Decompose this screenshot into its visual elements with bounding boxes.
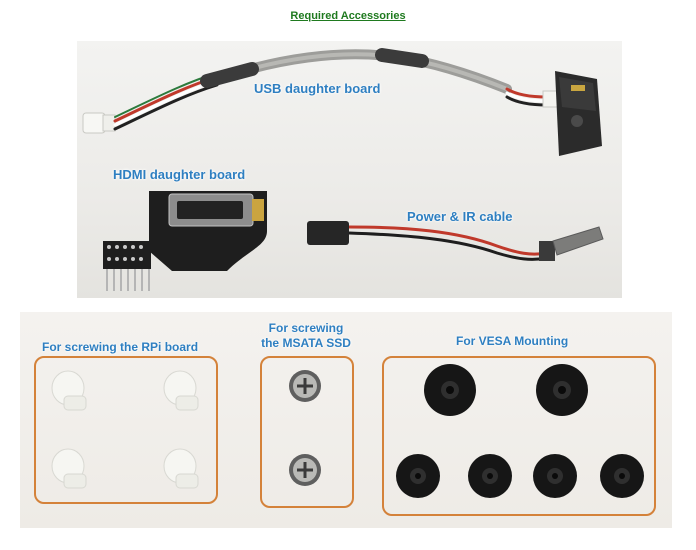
usb-cable-wires bbox=[113, 48, 549, 131]
rpi-standoff-4 bbox=[163, 448, 199, 489]
msata-ssd-label-line-2: the MSATA SSD bbox=[261, 336, 351, 350]
vesa-screw-1 bbox=[424, 364, 476, 416]
usb-cable-left-connector bbox=[82, 112, 116, 134]
vesa-group-outline bbox=[382, 356, 656, 516]
page-heading: Required Accessories bbox=[290, 10, 406, 22]
msata-screws bbox=[289, 370, 321, 486]
hdmi-daughter-board-label: HDMI daughter board bbox=[113, 167, 246, 182]
rpi-board-group-label: For screwing the RPi board bbox=[42, 340, 199, 354]
vesa-screw-2 bbox=[536, 364, 588, 416]
rpi-standoff-2 bbox=[163, 370, 199, 411]
rpi-standoffs bbox=[51, 370, 199, 489]
vesa-screw-5 bbox=[533, 454, 577, 498]
hdmi-daughter-board-part bbox=[103, 191, 267, 291]
vesa-screws bbox=[396, 364, 644, 498]
vesa-screw-3 bbox=[396, 454, 440, 498]
rpi-standoff-3 bbox=[51, 448, 87, 489]
msata-ssd-group-label: For screwing the MSATA SSD bbox=[256, 321, 356, 351]
power-ir-cable-label: Power & IR cable bbox=[407, 209, 513, 224]
vesa-screw-6 bbox=[600, 454, 644, 498]
rpi-standoff-1 bbox=[51, 370, 87, 411]
cables-boards-photo: USB daughter board HDMI daughter board P… bbox=[77, 41, 622, 298]
msata-screw-1 bbox=[289, 370, 321, 402]
cables-boards-illustration bbox=[82, 48, 604, 291]
usb-daughter-board-label: USB daughter board bbox=[254, 81, 381, 96]
screws-illustration bbox=[51, 364, 644, 498]
usb-daughter-board-part bbox=[542, 71, 602, 156]
msata-screw-2 bbox=[289, 454, 321, 486]
vesa-group-label: For VESA Mounting bbox=[456, 334, 569, 348]
msata-ssd-group-outline bbox=[260, 356, 354, 508]
power-ir-cable-part bbox=[307, 221, 604, 261]
rpi-board-group-outline bbox=[34, 356, 218, 504]
vesa-screw-4 bbox=[468, 454, 512, 498]
msata-ssd-label-line-1: For screwing bbox=[268, 321, 344, 335]
screws-photo: For screwing the RPi board For screwing … bbox=[20, 312, 672, 528]
